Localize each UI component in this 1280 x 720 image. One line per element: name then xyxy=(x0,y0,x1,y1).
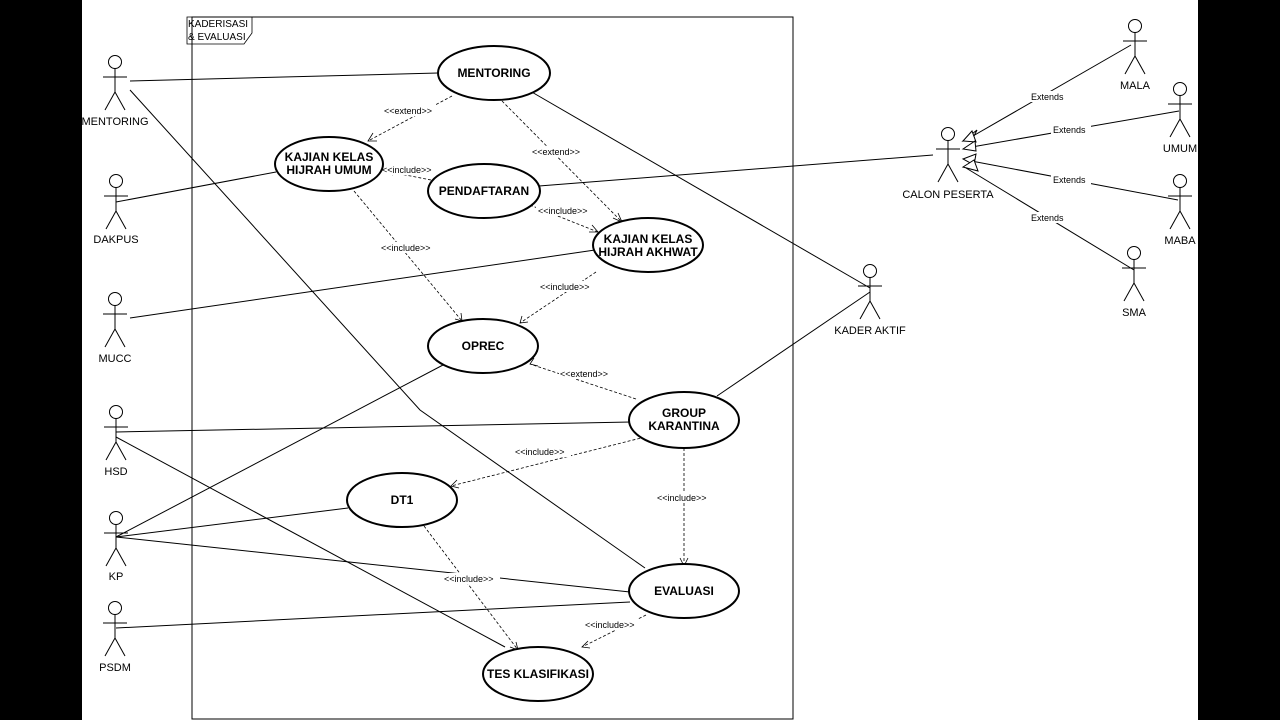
assoc-hsd-tes-klasifikasi xyxy=(115,436,506,648)
label-extends-maba: Extends xyxy=(1053,175,1086,185)
use-case-mentoring-label: MENTORING xyxy=(457,66,530,80)
label-include-kajian-umum-oprec: <<include>> xyxy=(381,243,431,253)
actor-calon-peserta-figure-icon xyxy=(935,127,961,183)
svg-text:EVALUASI: EVALUASI xyxy=(654,584,714,598)
actor-mucc-figure-icon xyxy=(102,292,128,348)
assoc-mucc-kajian-akhwat xyxy=(129,249,596,319)
boundary-title-line1: KADERISASI xyxy=(188,19,248,30)
actor-hsd-figure-icon xyxy=(103,405,129,461)
svg-text:OPREC: OPREC xyxy=(462,339,505,353)
actor-maba[interactable]: MABA xyxy=(1164,174,1196,248)
actor-hsd[interactable]: HSD xyxy=(103,405,129,479)
label-include-kajian-akhwat-oprec: <<include>> xyxy=(540,282,590,292)
label-extends-sma: Extends xyxy=(1031,213,1064,223)
use-case-group-karantina[interactable]: GROUP KARANTINA xyxy=(628,391,740,449)
svg-text:GROUP: GROUP xyxy=(662,406,706,420)
actor-mala-label: MALA xyxy=(1120,80,1151,92)
actor-calon-peserta-label: CALON PESERTA xyxy=(902,189,994,201)
actor-kp-label: KP xyxy=(109,571,124,583)
actor-kader-aktif-label: KADER AKTIF xyxy=(834,325,906,337)
assoc-pendaftaran-calon-peserta xyxy=(538,154,934,187)
actor-dakpus[interactable]: DAKPUS xyxy=(93,174,139,247)
actor-mala[interactable]: MALA xyxy=(1120,19,1151,93)
label-extend-kajian-umum: <<extend>> xyxy=(384,106,432,116)
use-case-diagram: KADERISASI & EVALUASI xyxy=(82,16,1197,720)
assoc-kp-dt1 xyxy=(115,507,349,538)
use-case-kajian-kelas-hijrah-umum[interactable]: KAJIAN KELAS HIJRAH UMUM xyxy=(274,136,384,192)
diagram-canvas: KADERISASI & EVALUASI xyxy=(82,0,1198,720)
svg-text:KARANTINA: KARANTINA xyxy=(648,419,720,433)
generalization-lines xyxy=(961,44,1180,271)
assoc-mentoring-kader-aktif xyxy=(529,90,871,289)
system-boundary: KADERISASI & EVALUASI xyxy=(186,16,794,720)
use-case-oprec[interactable]: OPREC xyxy=(427,318,539,374)
svg-text:HIJRAH AKHWAT: HIJRAH AKHWAT xyxy=(598,245,698,259)
actor-mentoring[interactable]: MENTORING xyxy=(82,55,149,129)
dependency-arrowheads xyxy=(367,132,689,651)
boundary-title-line2: & EVALUASI xyxy=(188,32,246,43)
svg-text:DT1: DT1 xyxy=(391,493,414,507)
association-lines xyxy=(115,72,934,648)
actor-sma-label: SMA xyxy=(1122,307,1147,319)
assoc-mentoring-evaluasi xyxy=(129,89,646,569)
label-extend-group-oprec: <<extend>> xyxy=(560,369,608,379)
relation-labels: <<extend>> <<extend>> <<include>> <<incl… xyxy=(379,91,1091,630)
assoc-kp-oprec xyxy=(115,364,444,538)
actor-kp[interactable]: KP xyxy=(103,511,129,584)
assoc-group-karantina-kader-aktif xyxy=(716,291,871,397)
svg-text:TES KLASIFIKASI: TES KLASIFIKASI xyxy=(487,667,589,681)
actor-dakpus-figure-icon xyxy=(103,174,129,230)
label-extends-umum: Extends xyxy=(1053,125,1086,135)
actor-kader-aktif[interactable]: KADER AKTIF xyxy=(834,264,906,338)
svg-text:HIJRAH UMUM: HIJRAH UMUM xyxy=(286,163,371,177)
actor-hsd-label: HSD xyxy=(104,466,127,478)
label-include-group-evaluasi: <<include>> xyxy=(657,493,707,503)
use-case-evaluasi[interactable]: EVALUASI xyxy=(628,563,740,619)
label-include-pendaftaran-kajian-akhwat: <<include>> xyxy=(538,206,588,216)
actor-dakpus-label: DAKPUS xyxy=(93,234,138,246)
actor-psdm-label: PSDM xyxy=(99,662,131,674)
use-case-kajian-kelas-hijrah-akhwat[interactable]: KAJIAN KELAS HIJRAH AKHWAT xyxy=(592,217,704,273)
actor-umum-figure-icon xyxy=(1167,82,1193,138)
actor-umum-label: UMUM xyxy=(1163,143,1197,155)
actor-calon-peserta[interactable]: CALON PESERTA xyxy=(902,127,994,202)
actor-kp-figure-icon xyxy=(103,511,129,567)
label-include-pendaftaran-kajian-umum: <<include>> xyxy=(382,165,432,175)
actor-mentoring-figure-icon xyxy=(102,55,128,111)
svg-text:KAJIAN KELAS: KAJIAN KELAS xyxy=(285,150,374,164)
use-case-tes-klasifikasi[interactable]: TES KLASIFIKASI xyxy=(482,646,594,702)
label-include-group-dt1: <<include>> xyxy=(515,447,565,457)
label-include-dt1-tes: <<include>> xyxy=(444,574,494,584)
actor-mucc-label: MUCC xyxy=(99,353,132,365)
use-case-dt1[interactable]: DT1 xyxy=(346,472,458,528)
actor-umum[interactable]: UMUM xyxy=(1163,82,1197,156)
actor-psdm-figure-icon xyxy=(102,601,128,657)
actor-sma-figure-icon xyxy=(1121,246,1147,302)
assoc-psdm-evaluasi xyxy=(115,601,631,629)
assoc-dakpus-kajian-umum xyxy=(115,171,277,203)
label-include-evaluasi-tes: <<include>> xyxy=(585,620,635,630)
label-extend-kajian-akhwat: <<extend>> xyxy=(532,147,580,157)
actor-kader-aktif-figure-icon xyxy=(857,264,883,320)
actor-maba-figure-icon xyxy=(1167,174,1193,230)
actor-mala-figure-icon xyxy=(1122,19,1148,75)
actor-maba-label: MABA xyxy=(1164,235,1196,247)
svg-text:KAJIAN KELAS: KAJIAN KELAS xyxy=(604,232,693,246)
label-extends-mala: Extends xyxy=(1031,92,1064,102)
use-case-pendaftaran[interactable]: PENDAFTARAN xyxy=(427,163,541,219)
assoc-mentoring-actor-uc xyxy=(129,72,439,82)
actor-mentoring-label: MENTORING xyxy=(82,116,149,128)
use-case-mentoring[interactable]: MENTORING xyxy=(437,45,551,101)
actor-psdm[interactable]: PSDM xyxy=(99,601,131,675)
actor-mucc[interactable]: MUCC xyxy=(99,292,132,366)
assoc-hsd-group-karantina xyxy=(115,421,632,433)
actor-sma[interactable]: SMA xyxy=(1121,246,1147,320)
assoc-kp-evaluasi xyxy=(115,536,631,593)
svg-text:PENDAFTARAN: PENDAFTARAN xyxy=(439,184,529,198)
